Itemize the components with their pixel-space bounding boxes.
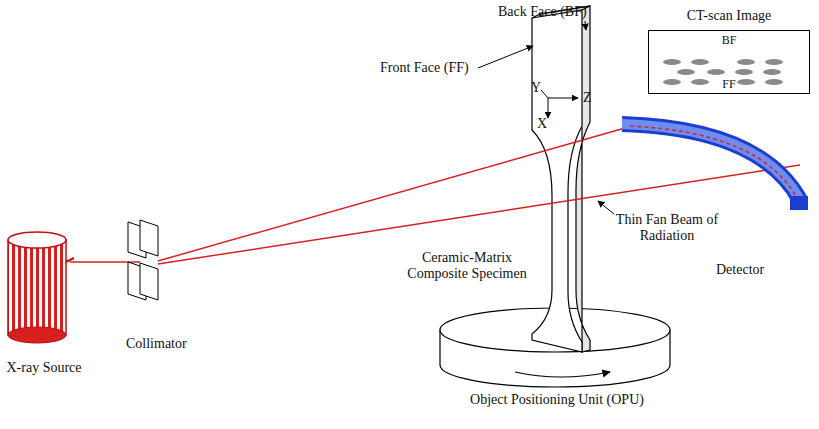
image-heading: CT-scan Image — [648, 8, 810, 24]
cmc-specimen — [532, 6, 590, 352]
axis-label: Z — [583, 90, 592, 106]
axes — [541, 90, 578, 118]
collimator — [128, 220, 158, 300]
part-label: Object Positioning Unit (OPU) — [462, 392, 652, 408]
ct-image-box: CT-scan ImageBF FF — [648, 8, 810, 94]
part-label: Thin Fan Beam of Radiation — [612, 212, 722, 244]
part-label: X-ray Source — [4, 360, 84, 376]
leader-lines — [478, 21, 614, 214]
face-label: Back Face (BF) — [498, 4, 587, 20]
axis-label: X — [537, 116, 547, 132]
face-marker: FF — [649, 77, 809, 91]
detector — [622, 124, 808, 210]
axis-label: Y — [531, 80, 541, 96]
image-frame: BF FF — [648, 30, 810, 94]
xray-source — [8, 232, 74, 343]
face-marker: BF — [649, 33, 809, 47]
part-label: Collimator — [126, 336, 187, 352]
part-label: Ceramic-Matrix Composite Specimen — [392, 250, 542, 282]
face-label: Front Face (FF) — [380, 60, 469, 76]
fan-beam — [158, 126, 800, 264]
part-label: Detector — [716, 262, 764, 278]
